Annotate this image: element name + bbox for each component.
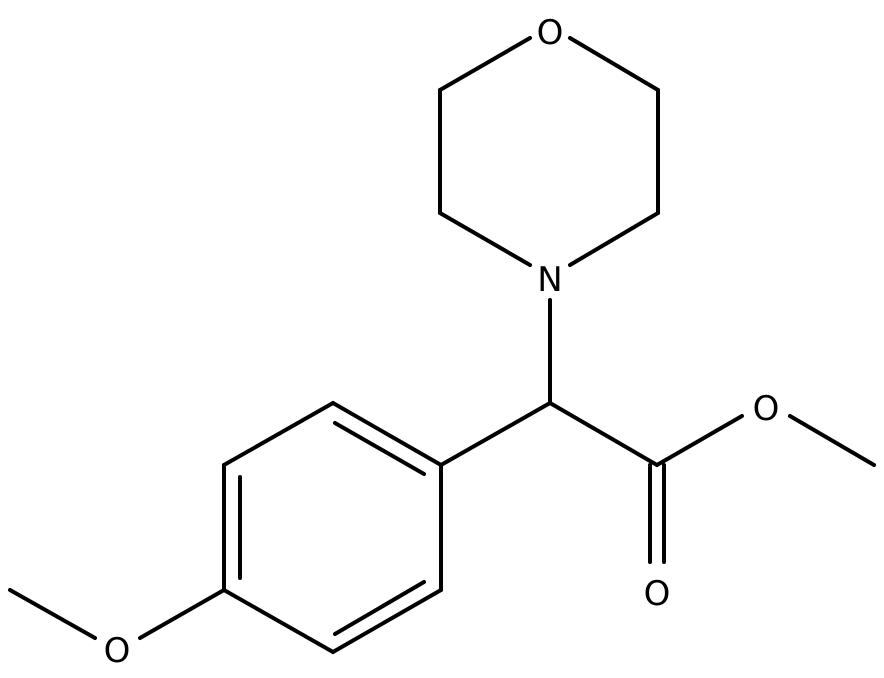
bond-morph-c2-n	[438, 211, 532, 267]
morpholine-oxygen-label: O	[537, 13, 564, 53]
bond-ring-4	[222, 588, 335, 654]
carbonyl-oxygen-label: O	[644, 574, 671, 614]
bond-ring-methoxy-o	[138, 588, 226, 640]
methoxy-oxygen-label: O	[104, 631, 131, 671]
bond-ester-o-methyl	[788, 414, 876, 467]
bond-ring-5	[331, 588, 443, 654]
bond-morph-n-c3	[568, 211, 660, 267]
bond-methoxy-o-methyl	[8, 588, 97, 640]
ester-ether-oxygen-label: O	[753, 389, 780, 429]
bond-carbonyl-ester-o	[655, 414, 744, 467]
bond-ring-2	[222, 401, 335, 467]
bond-ring-5-inner	[333, 580, 426, 636]
bond-alpha-aryl	[439, 401, 552, 467]
bond-ring-1	[331, 401, 443, 467]
bond-alpha-carbonyl	[548, 401, 659, 467]
bond-morph-c4-o	[568, 36, 660, 92]
bond-morph-o-c1	[438, 36, 532, 92]
morpholine-nitrogen-label: N	[537, 260, 562, 300]
bond-ring-1-inner	[333, 421, 426, 476]
